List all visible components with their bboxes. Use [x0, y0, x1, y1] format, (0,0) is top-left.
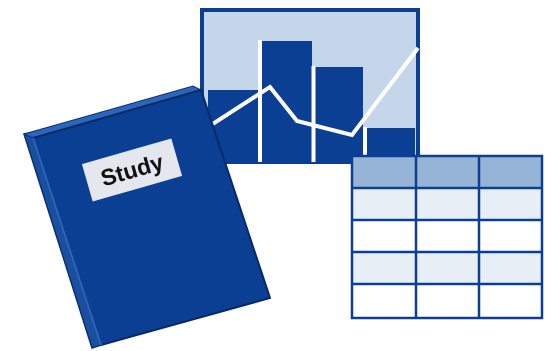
book-label-background [80, 137, 184, 203]
table-header-row [352, 156, 542, 188]
study-book: Study [22, 85, 272, 349]
table-grid [350, 154, 544, 320]
table-row [352, 220, 542, 252]
chart-trend-line [206, 46, 420, 138]
table-row [352, 252, 542, 284]
table-grid-lines [350, 154, 544, 320]
chart-panel [200, 8, 420, 164]
table-rows [352, 188, 542, 318]
book-label: Study [80, 137, 184, 203]
table-border [350, 154, 544, 320]
chart-bar-3 [315, 67, 363, 162]
table-row [352, 188, 542, 220]
table-row [352, 284, 542, 318]
book-cover-edge [32, 137, 102, 346]
chart-bar-2 [262, 41, 312, 162]
